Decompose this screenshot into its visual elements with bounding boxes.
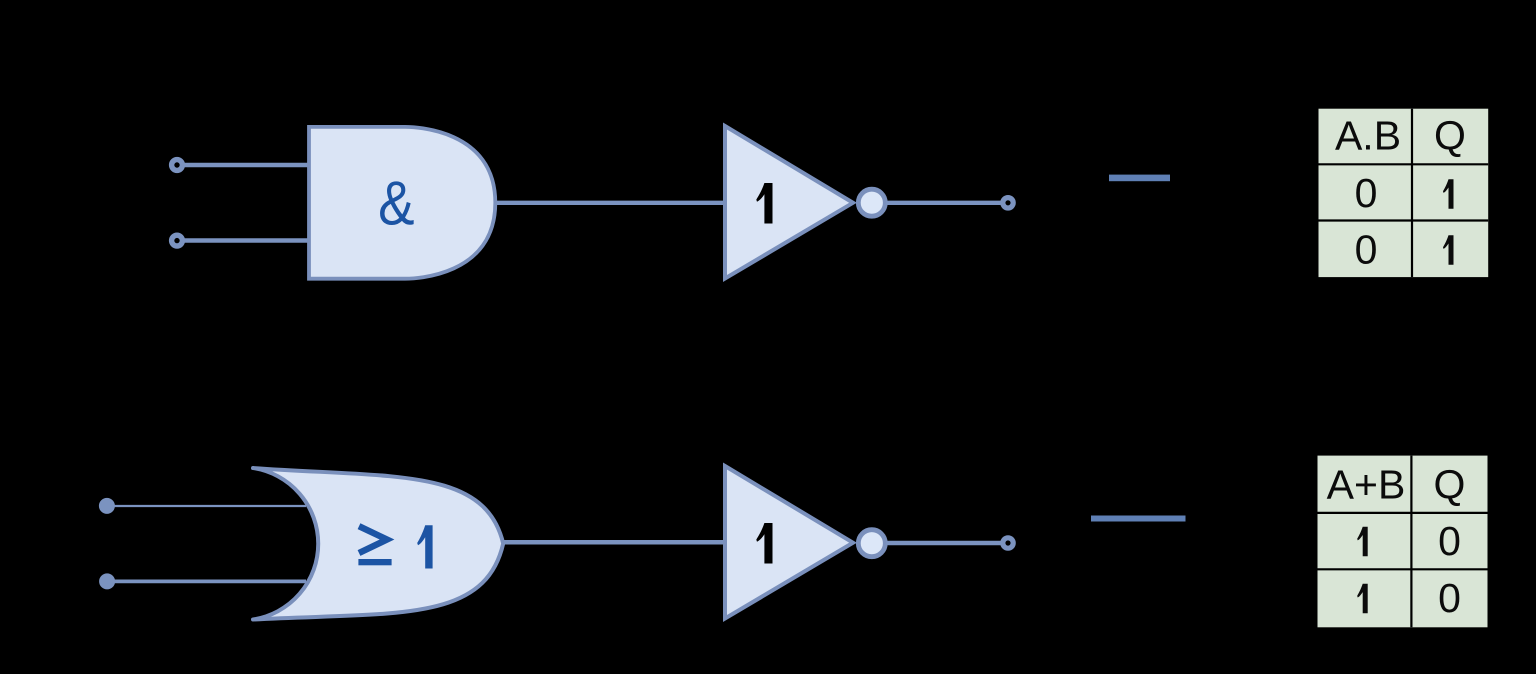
svg-text:0: 0 — [1438, 575, 1461, 621]
svg-text:A+B: A+B — [1327, 462, 1406, 508]
svg-text:A.B: A.B — [1335, 113, 1401, 159]
svg-text:0: 0 — [1355, 170, 1378, 216]
svg-text:0: 0 — [1438, 518, 1461, 564]
svg-text:Q: Q — [1434, 113, 1466, 159]
svg-text:Q: Q — [1434, 462, 1466, 508]
svg-text:0: 0 — [1355, 227, 1378, 273]
svg-text:&: & — [378, 169, 414, 238]
